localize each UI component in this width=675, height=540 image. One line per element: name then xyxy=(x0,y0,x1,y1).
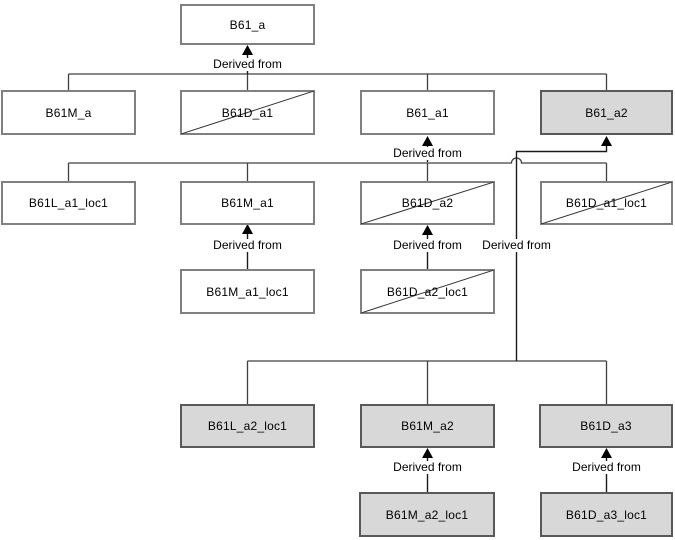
node-label: B61M_a2 xyxy=(401,419,454,433)
derived-from-label-b61ma1: Derived from xyxy=(210,239,285,252)
node-b61d-a1[interactable]: B61D_a1 xyxy=(180,90,315,135)
strikethrough-line xyxy=(361,182,494,224)
arrowhead-b61a2 xyxy=(601,136,612,146)
derived-from-label-b61a: Derived from xyxy=(210,58,285,71)
node-b61m-a1-loc1[interactable]: B61M_a1_loc1 xyxy=(180,269,315,314)
arrowhead-b61da2 xyxy=(422,225,433,235)
derived-from-label-b61a1: Derived from xyxy=(390,147,465,160)
node-b61d-a3-loc1[interactable]: B61D_a3_loc1 xyxy=(540,492,673,537)
node-label: B61D_a3 xyxy=(580,419,632,433)
arrowhead-b61da3 xyxy=(601,448,612,458)
node-label: B61L_a1_loc1 xyxy=(28,196,109,210)
node-label: B61D_a2 xyxy=(401,196,454,210)
node-b61-a1[interactable]: B61_a1 xyxy=(360,90,495,135)
node-b61m-a[interactable]: B61M_a xyxy=(1,90,136,135)
arrowhead-b61a xyxy=(242,45,253,55)
node-b61d-a2-loc1[interactable]: B61D_a2_loc1 xyxy=(360,269,495,314)
node-label: B61_a1 xyxy=(406,105,449,120)
derived-from-label-b61ma2: Derived from xyxy=(390,461,465,474)
node-label: B61_a2 xyxy=(585,105,628,120)
node-b61-a2[interactable]: B61_a2 xyxy=(540,90,673,135)
arrowhead-b61a1 xyxy=(422,136,433,146)
node-label: B61D_a2_loc1 xyxy=(386,284,469,299)
node-label: B61M_a xyxy=(45,105,92,120)
node-label: B61_a xyxy=(229,17,266,32)
tree-connector-gen2 xyxy=(67,157,608,182)
node-label: B61D_a1_loc1 xyxy=(565,196,648,210)
node-label: B61D_a3_loc1 xyxy=(565,507,648,522)
arrow-stem-b61a2-bend xyxy=(515,146,608,361)
node-label: B61M_a1 xyxy=(221,196,274,210)
node-b61m-a2-loc1[interactable]: B61M_a2_loc1 xyxy=(359,492,495,537)
node-label: B61D_a1 xyxy=(221,105,274,120)
strikethrough-line xyxy=(361,270,494,313)
arrowhead-b61ma2 xyxy=(422,448,433,458)
arrowhead-b61ma1 xyxy=(242,224,253,234)
derived-from-label-b61a2: Derived from xyxy=(479,239,554,252)
node-b61l-a1-loc1[interactable]: B61L_a1_loc1 xyxy=(1,181,136,225)
node-label: B61M_a1_loc1 xyxy=(206,284,289,299)
node-label: B61M_a2_loc1 xyxy=(385,507,469,522)
tree-connector-gen1 xyxy=(67,73,608,91)
node-b61l-a2-loc1[interactable]: B61L_a2_loc1 xyxy=(180,404,315,448)
derived-from-label-b61da3: Derived from xyxy=(569,461,644,474)
node-b61d-a3[interactable]: B61D_a3 xyxy=(539,404,673,448)
strikethrough-line xyxy=(541,182,672,224)
node-b61m-a1[interactable]: B61M_a1 xyxy=(180,181,315,225)
node-b61-a[interactable]: B61_a xyxy=(180,4,315,45)
tree-connector-gen3 xyxy=(246,360,608,405)
node-b61m-a2[interactable]: B61M_a2 xyxy=(360,404,495,448)
derived-from-label-b61da2: Derived from xyxy=(390,239,465,252)
strikethrough-line xyxy=(181,91,314,134)
node-b61d-a2[interactable]: B61D_a2 xyxy=(360,181,495,225)
node-label: B61L_a2_loc1 xyxy=(207,419,288,433)
node-b61d-a1-loc1[interactable]: B61D_a1_loc1 xyxy=(540,181,673,225)
